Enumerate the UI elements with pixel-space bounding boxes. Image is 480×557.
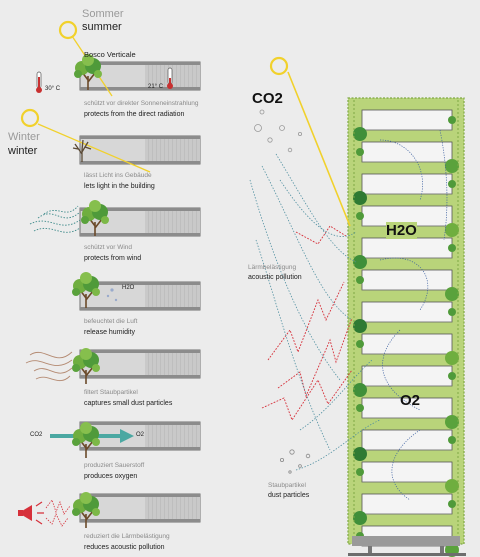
panel-2-en: lets light in the building (84, 183, 155, 190)
tower-tree (353, 383, 367, 397)
panel-noise (18, 491, 201, 529)
panel-4-en: release humidity (84, 329, 135, 336)
panel-oxygen (50, 421, 201, 459)
tower-tree (353, 511, 367, 525)
tower-tree (445, 159, 459, 173)
tower-tree (353, 255, 367, 269)
dust-particles (279, 449, 311, 474)
o2-label: O2 (400, 392, 421, 409)
panel-light (20, 108, 201, 173)
panel-4-de: befeuchtet die Luft (84, 318, 138, 325)
co2-label: CO2 (252, 90, 283, 107)
panel-1-en: protects from the direct radiation (84, 111, 185, 118)
sun-icon (269, 56, 289, 76)
co2-small-label: CO2 (30, 432, 43, 438)
panel-3-en: protects from wind (84, 255, 142, 262)
panel-shade (36, 20, 201, 97)
tower-floor (361, 429, 453, 451)
tower-floor (361, 461, 453, 483)
panel-1-de: schützt vor direkter Sonneneinstrahlung (84, 100, 199, 107)
thermometer-hot-icon (36, 71, 42, 93)
panel-wind (29, 199, 201, 237)
wind-icon (29, 205, 81, 233)
dust-de-label: Staubpartikel (268, 482, 306, 489)
tower-tree (353, 191, 367, 205)
panel-7-en: reduces acoustic pollution (84, 544, 165, 551)
panel-7-de: reduziert die Lärmbelästigung (84, 533, 170, 540)
tower-tree (353, 447, 367, 461)
h2o-label: H2O (386, 222, 417, 239)
panel-3-de: schützt vor Wind (84, 244, 133, 251)
sun-icon (58, 20, 78, 40)
tower-tree (445, 415, 459, 429)
panel-humidity (71, 271, 201, 311)
tower-tree (445, 479, 459, 493)
season-winter-en: winter (8, 145, 38, 157)
noise-en-label: acoustic pollution (248, 274, 302, 281)
panel-5-en: captures small dust particles (84, 400, 173, 407)
noise-lines (261, 225, 353, 422)
sun-ray (287, 71, 351, 227)
panel-dust (25, 347, 201, 385)
panel-6-de: produziert Sauerstoff (84, 462, 145, 469)
sun-icon (20, 108, 40, 128)
tower-floor (361, 301, 453, 323)
air-flow-lines (249, 153, 381, 471)
building-name-label: Bosco Verticale (84, 50, 136, 59)
tower-floor (361, 141, 453, 163)
noise-de-label: Lärmbelästigung (248, 264, 297, 271)
season-summer-de: Sommer (82, 8, 124, 20)
season-summer-en: summer (82, 21, 122, 33)
tower-inner-flow (379, 129, 448, 501)
thermometer-cool-icon (167, 67, 173, 89)
dust-en-label: dust particles (268, 492, 310, 499)
tower-floor (361, 109, 453, 131)
tower-floor (361, 173, 453, 195)
season-winter-de: Winter (8, 131, 40, 143)
tower-tree (353, 319, 367, 333)
panel-2-de: lässt Licht ins Gebäude (84, 172, 152, 179)
tower (347, 97, 466, 557)
tower-tree (445, 223, 459, 237)
tower-tree (445, 287, 459, 301)
o2-small-label: O2 (136, 432, 145, 438)
tower-floor (361, 365, 453, 387)
tower-tree (445, 351, 459, 365)
dust-wind-icon (25, 351, 73, 381)
panel-5-de: filtert Staubpartikel (84, 389, 138, 396)
tower-tree (353, 127, 367, 141)
tower-floor (361, 493, 453, 515)
tower-floor (361, 333, 453, 355)
temp-outside: 30° C (45, 86, 61, 92)
panel-6-en: produces oxygen (84, 473, 138, 480)
tower-floor (361, 269, 453, 291)
tower-floors (353, 100, 459, 557)
temp-inside: 21° C (148, 84, 164, 90)
h2o-small-label: H2O (122, 285, 135, 291)
co2-bubbles (254, 109, 302, 153)
tower-floor (361, 237, 453, 259)
megaphone-icon (18, 501, 44, 525)
